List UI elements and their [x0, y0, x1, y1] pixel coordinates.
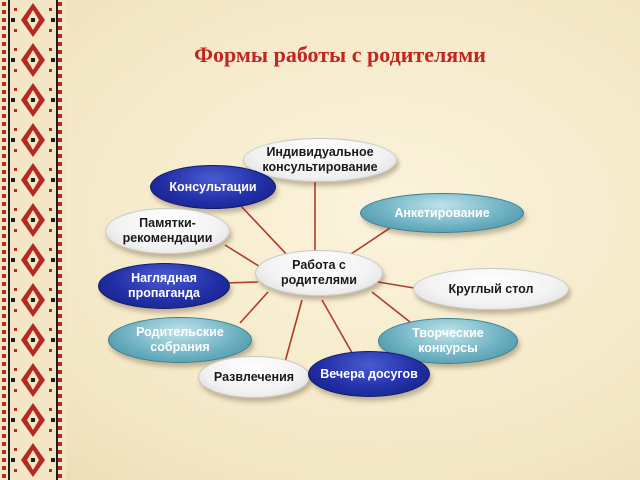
node-center: Работа с родителями: [255, 250, 383, 296]
node-meetings: Родительские собрания: [108, 317, 252, 363]
connector-consultations: [239, 204, 291, 259]
connector-evenings: [321, 299, 356, 359]
node-consultations: Консультации: [150, 165, 276, 209]
connector-memos: [224, 244, 263, 269]
connector-entertainment: [284, 299, 303, 363]
embroidery-border: [0, 0, 66, 480]
node-evenings: Вечера досугов: [308, 351, 430, 397]
connector-visual: [224, 281, 259, 284]
node-individual: Индивидуальное консультирование: [243, 138, 397, 182]
node-visual: Наглядная пропаганда: [98, 263, 230, 309]
connector-meetings: [239, 291, 269, 324]
node-entertainment: Развлечения: [198, 356, 310, 398]
node-memos: Памятки- рекомендации: [105, 208, 230, 254]
connector-creative: [371, 291, 411, 323]
node-survey: Анкетирование: [360, 193, 524, 233]
node-round-table: Круглый стол: [413, 268, 569, 310]
slide-title: Формы работы с родителями: [194, 42, 486, 67]
